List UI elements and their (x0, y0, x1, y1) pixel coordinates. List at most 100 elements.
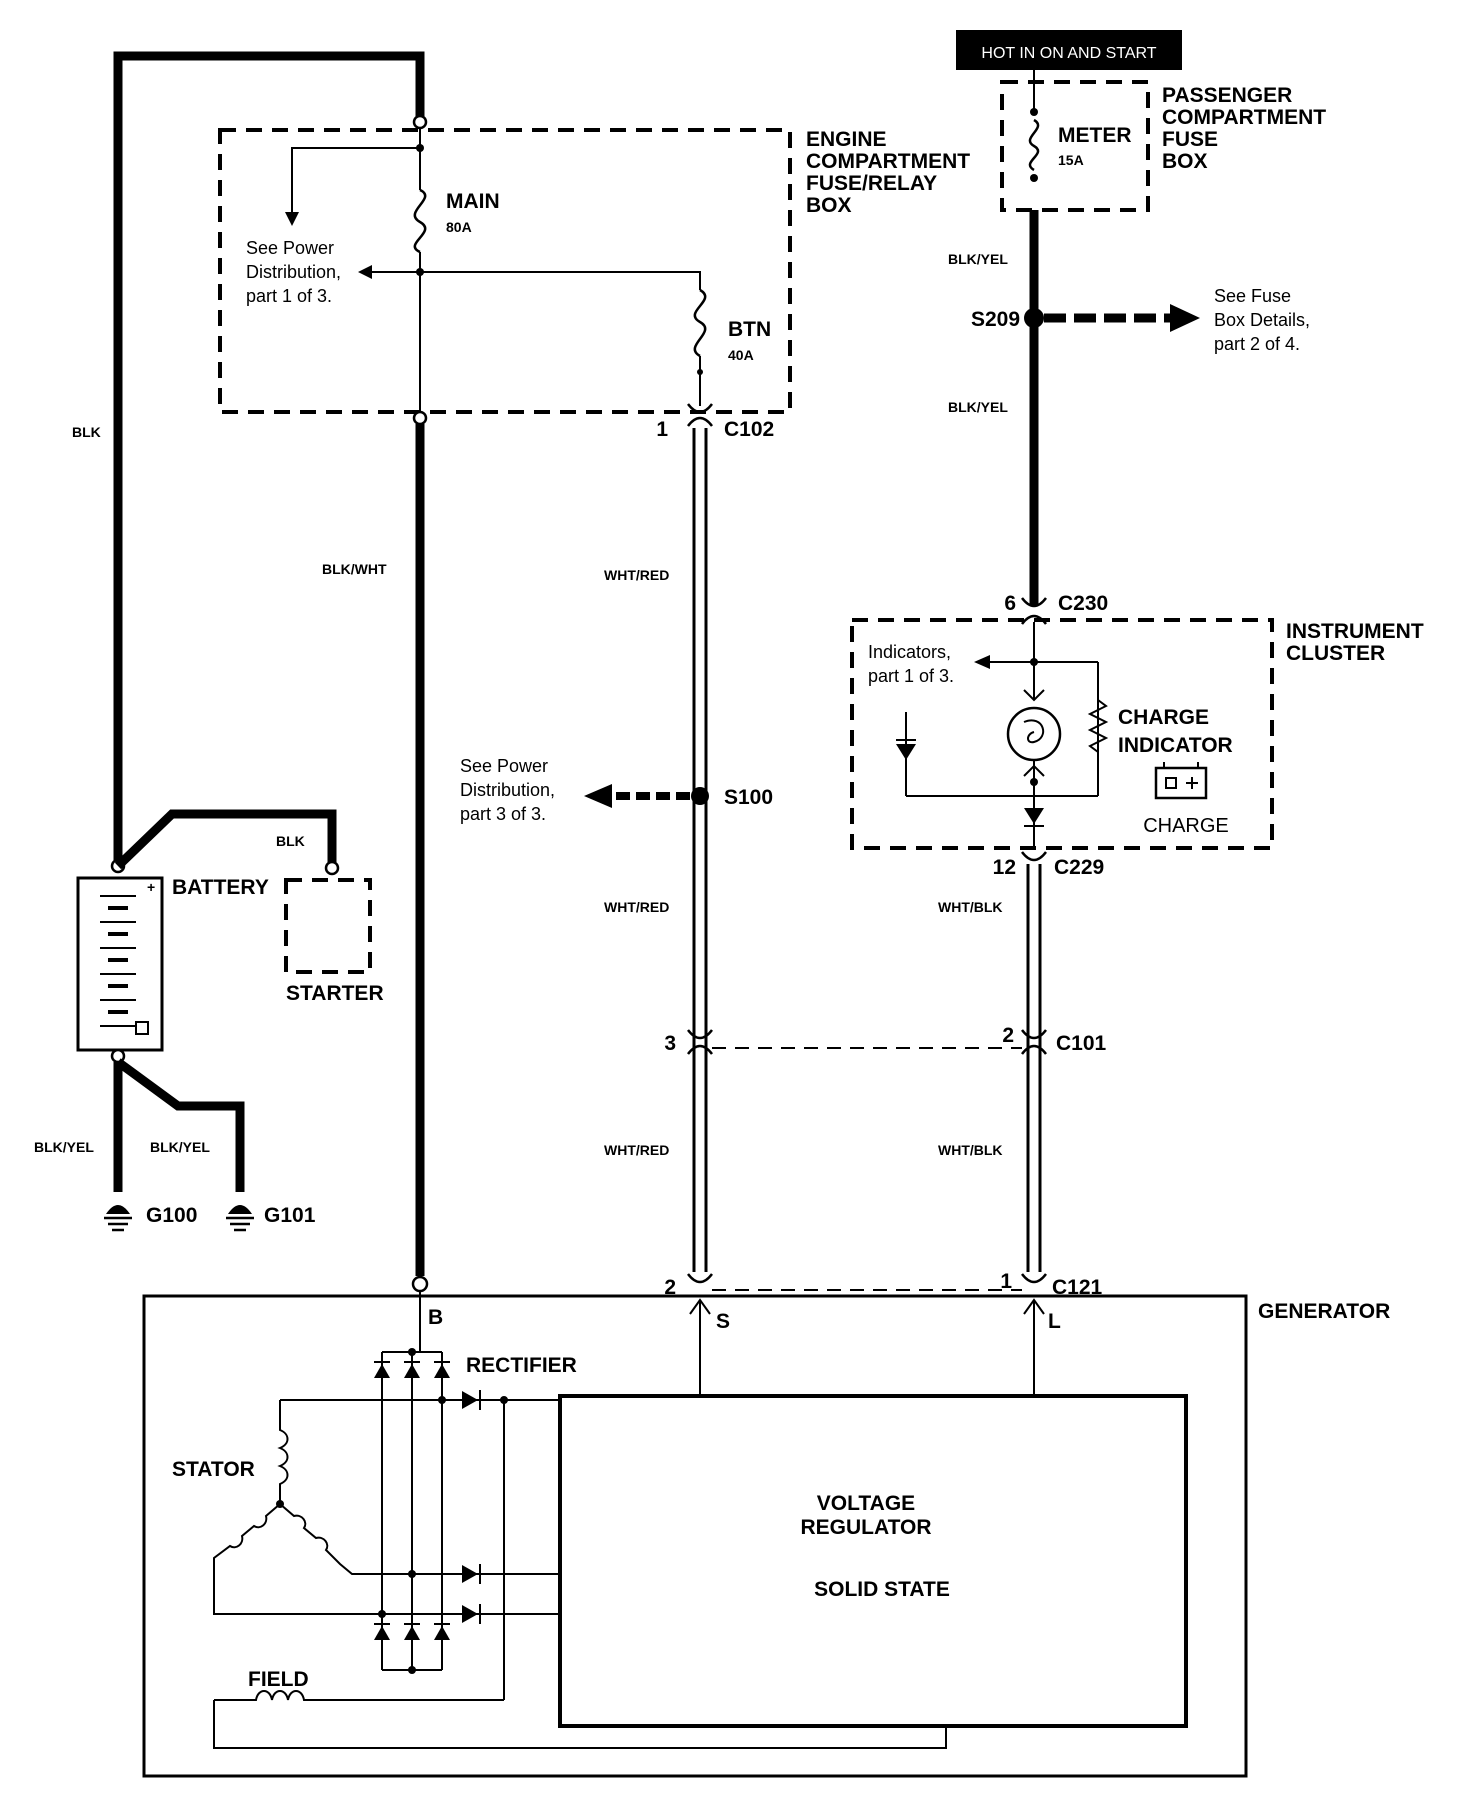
meter-fuse-name: METER (1058, 124, 1132, 147)
wht-blk-label-1: WHT/BLK (938, 899, 1003, 915)
arrow-left-icon (974, 655, 990, 669)
btn-fuse-icon (693, 288, 707, 358)
hot-label: HOT IN ON AND START (981, 45, 1156, 62)
arrow-right-icon (1170, 304, 1200, 332)
blk-wire-battery-main (113, 51, 425, 866)
terminal-b: B (428, 1306, 443, 1329)
wht-blk-wire (1026, 864, 1042, 1272)
c230-id: C230 (1058, 592, 1108, 615)
c229-pin: 12 (993, 856, 1016, 879)
blk-yel-ground-label-2: BLK/YEL (150, 1139, 210, 1155)
wht-red-label-1: WHT/RED (604, 567, 669, 583)
c102-connector (687, 403, 713, 414)
meter-fuse-rating: 15A (1058, 152, 1084, 168)
main-fuse-name: MAIN (446, 190, 500, 213)
field-label: FIELD (248, 1668, 309, 1691)
voltage-regulator (558, 1394, 1188, 1728)
c102-pin: 1 (656, 418, 668, 441)
generator-label: GENERATOR (1258, 1300, 1390, 1323)
blk-wht-wire-label: BLK/WHT (322, 561, 387, 577)
charge-label: CHARGE (1143, 815, 1229, 837)
g100-label: G100 (146, 1204, 197, 1227)
c230-connector (1021, 597, 1047, 608)
c101-pin-left: 3 (664, 1032, 676, 1055)
note-indicators: Indicators,part 1 of 3. (868, 642, 954, 686)
passenger-fuse-box (1000, 80, 1150, 212)
starter-label: STARTER (286, 982, 384, 1005)
c121-connector-left (687, 1273, 713, 1284)
terminal-l: L (1048, 1310, 1061, 1333)
svg-text:+: + (147, 879, 155, 895)
engine-fuse-box (218, 128, 792, 414)
terminal-s: S (716, 1310, 730, 1333)
arrow-left-icon (584, 784, 612, 808)
c121-connector-right (1021, 1273, 1047, 1284)
battery-cells-icon (100, 895, 149, 1035)
c101-pin-right: 2 (1002, 1024, 1014, 1047)
c121-id: C121 (1052, 1276, 1103, 1299)
starter (284, 878, 372, 974)
wht-red-wire (692, 428, 708, 1272)
battery-icon (1154, 762, 1208, 800)
c229-id: C229 (1054, 856, 1104, 879)
diode-icon (896, 744, 916, 760)
s100-label: S100 (724, 786, 773, 809)
btn-fuse-rating: 40A (728, 347, 754, 363)
rectifier-label: RECTIFIER (466, 1354, 577, 1377)
wht-blk-label-2: WHT/BLK (938, 1142, 1003, 1158)
arrow-left-icon (358, 265, 372, 279)
wht-red-label-2: WHT/RED (604, 899, 669, 915)
generator-box (142, 1294, 1248, 1778)
solid-state-label: SOLID STATE (814, 1578, 950, 1601)
c229-connector (1021, 851, 1047, 862)
stator-label: STATOR (172, 1458, 255, 1481)
btn-fuse-name: BTN (728, 318, 771, 341)
c121-pin-left: 2 (664, 1276, 676, 1299)
c102-id: C102 (724, 418, 774, 441)
main-fuse-icon (413, 188, 427, 254)
c101-connector-right (1021, 1029, 1047, 1040)
diode-trio (382, 1390, 560, 1700)
wht-red-label-3: WHT/RED (604, 1142, 669, 1158)
blk-yel-ground-label-1: BLK/YEL (34, 1139, 94, 1155)
g101-label: G101 (264, 1204, 316, 1227)
c101-id: C101 (1056, 1032, 1107, 1055)
blk-starter-label: BLK (276, 833, 305, 849)
blk-yel-ground-wire-2 (115, 1058, 245, 1192)
field-coil-icon (213, 1690, 947, 1749)
c230-pin: 6 (1004, 592, 1016, 615)
blk-yel-label-2: BLK/YEL (948, 399, 1008, 415)
rectifier-bridge (374, 1292, 450, 1674)
generator-b-terminal (411, 1275, 429, 1293)
main-fuse-input-terminal (412, 114, 428, 130)
c101-connector-left (687, 1029, 713, 1040)
blk-wire-starter (114, 809, 337, 870)
s209-splice (1024, 308, 1044, 328)
blk-wire-label: BLK (72, 424, 101, 440)
hot-label-box (956, 30, 1182, 70)
resistor-icon (1087, 699, 1109, 753)
ground-g101-icon (226, 1205, 254, 1232)
stator-icon (213, 1399, 442, 1615)
main-fuse-rating: 80A (446, 219, 472, 235)
blk-yel-label-1: BLK/YEL (948, 251, 1008, 267)
battery-label: BATTERY (172, 876, 269, 899)
meter-fuse-icon (1028, 118, 1040, 172)
charge-indicator-bulb-icon (1006, 706, 1062, 762)
c121-pin-right: 1 (1000, 1270, 1012, 1293)
s100-splice (691, 787, 709, 805)
arrow-down-icon (285, 212, 299, 226)
s209-label: S209 (971, 308, 1020, 331)
ground-g100-icon (104, 1205, 132, 1232)
instrument-cluster-box (850, 618, 1274, 850)
battery (76, 876, 164, 1052)
